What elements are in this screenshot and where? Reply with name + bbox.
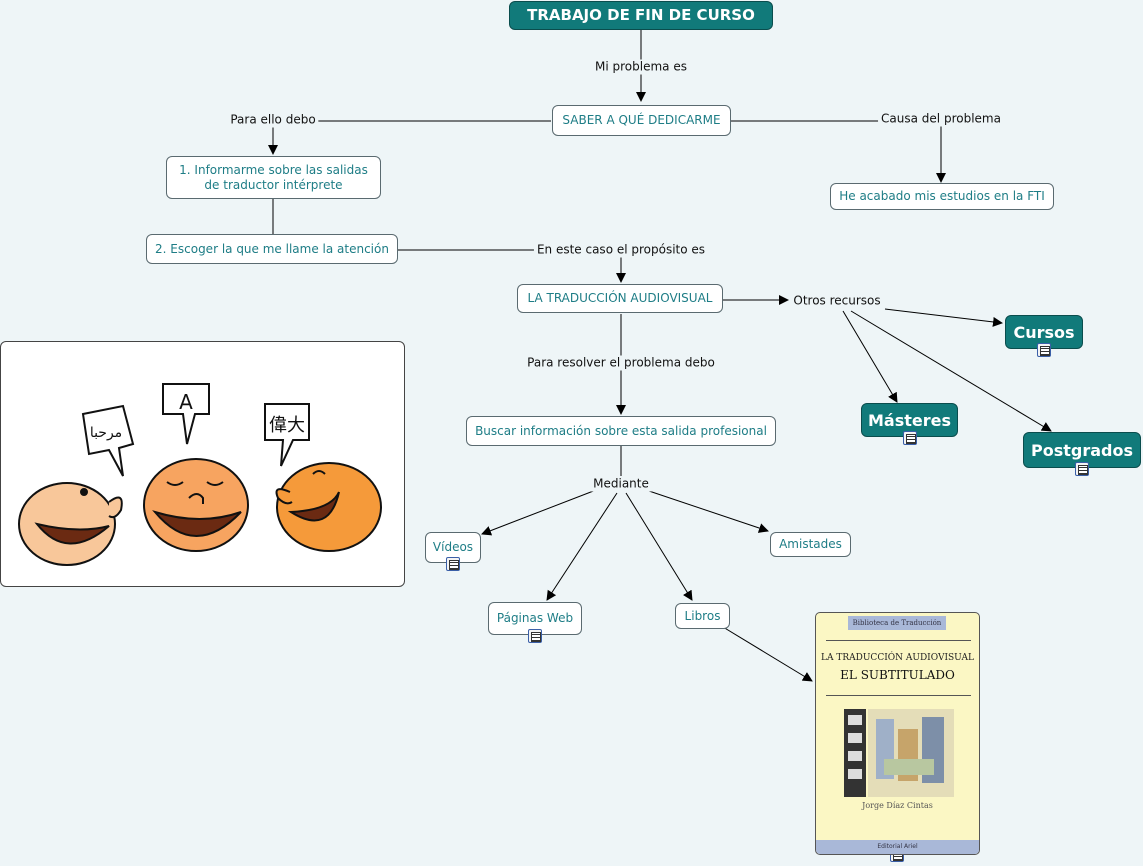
- book-cover-image: Biblioteca de Traducción LA TRADUCCIÓN A…: [815, 612, 980, 855]
- edge-libros-book: [722, 626, 813, 682]
- bubble-latin-text: A: [179, 390, 193, 414]
- link-label-en-este-caso: En este caso el propósito es: [533, 242, 709, 258]
- book-series: Biblioteca de Traducción: [848, 616, 946, 630]
- link-label-causa: Causa del problema: [878, 111, 1004, 127]
- edge-mediante-paginas: [546, 492, 618, 601]
- node-trabajo-fin-curso[interactable]: TRABAJO DE FIN DE CURSO: [509, 1, 773, 30]
- note-icon[interactable]: [903, 431, 917, 445]
- node-buscar-informacion[interactable]: Buscar información sobre esta salida pro…: [466, 416, 776, 446]
- node-saber-dedicarme[interactable]: SABER A QUÉ DEDICARME: [552, 105, 731, 136]
- bubble-arabic-text: مرحبا: [90, 425, 122, 441]
- link-label-para-resolver: Para resolver el problema debo: [524, 355, 718, 371]
- note-icon[interactable]: [1075, 462, 1089, 476]
- node-amistades[interactable]: Amistades: [770, 532, 851, 557]
- link-label-para-ello: Para ello debo: [227, 112, 319, 128]
- node-escoger[interactable]: 2. Escoger la que me llame la atención: [146, 234, 398, 264]
- link-label-mi-problema: Mi problema es: [592, 59, 690, 75]
- edge-mediante-videos: [481, 489, 597, 536]
- note-icon[interactable]: [1037, 343, 1051, 357]
- node-informarme[interactable]: 1. Informarme sobre las salidas de tradu…: [166, 156, 381, 199]
- book-author: Jorge Díaz Cintas: [862, 801, 933, 810]
- book-title-line2: EL SUBTITULADO: [840, 668, 955, 682]
- book-rule: [826, 640, 971, 641]
- node-estudios-fti[interactable]: He acabado mis estudios en la FTI: [830, 183, 1054, 210]
- edge-otros-postgrados: [850, 310, 1052, 432]
- speaking-faces-image: مرحبا A 偉大: [0, 341, 405, 587]
- edge-otros-cursos: [884, 308, 1003, 327]
- book-rule: [826, 695, 971, 696]
- speaking-faces-drawing: مرحبا A 偉大: [18, 383, 382, 566]
- node-traduccion-audiovisual[interactable]: LA TRADUCCIÓN AUDIOVISUAL: [517, 284, 723, 313]
- book-publisher: Editorial Ariel: [816, 840, 979, 854]
- note-icon[interactable]: [446, 557, 460, 571]
- edge-mediante-libros: [625, 492, 693, 601]
- edge-otros-masteres: [842, 310, 898, 403]
- link-label-otros-recursos: Otros recursos: [790, 293, 884, 309]
- book-cover-painting: [844, 709, 954, 797]
- edge-mediante-amistades: [645, 489, 769, 533]
- node-libros[interactable]: Libros: [675, 603, 730, 629]
- note-icon[interactable]: [528, 629, 542, 643]
- bubble-chinese-text: 偉大: [269, 415, 305, 436]
- link-label-mediante: Mediante: [590, 476, 652, 492]
- book-title-line1: LA TRADUCCIÓN AUDIOVISUAL: [821, 653, 974, 663]
